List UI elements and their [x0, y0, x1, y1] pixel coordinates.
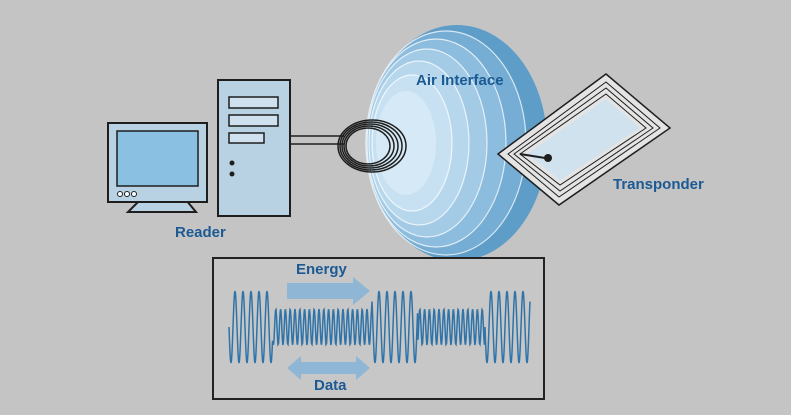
computer-tower-icon: [217, 79, 291, 217]
reader-cable: [290, 135, 344, 145]
data-label: Data: [314, 377, 347, 394]
computer-monitor-icon: [107, 122, 208, 213]
double-arrow-icon: [287, 356, 370, 380]
rfid-tag-icon: [496, 73, 672, 206]
energy-label: Energy: [296, 261, 347, 278]
transponder-label: Transponder: [613, 176, 704, 193]
antenna-coil-icon: [337, 119, 407, 173]
signal-box: [212, 257, 545, 400]
arrow-right-icon: [287, 277, 370, 305]
reader-label: Reader: [175, 224, 226, 241]
air-interface-label: Air Interface: [416, 72, 504, 89]
modulated-wave: [228, 290, 531, 364]
